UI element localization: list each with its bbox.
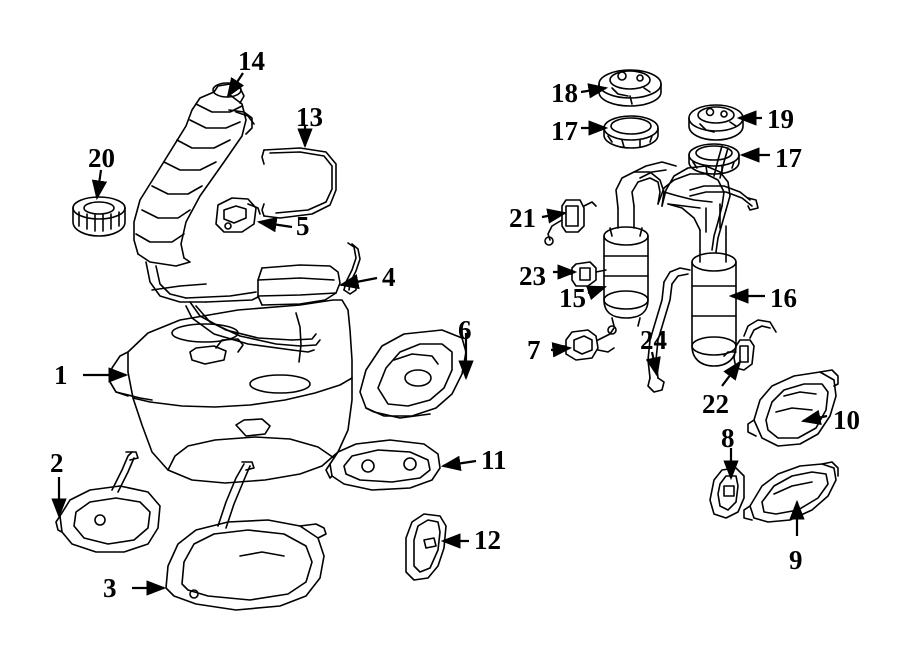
callout-number-23: 23 (519, 261, 546, 291)
part-fuel-tank (109, 264, 353, 484)
leader-line-14 (226, 72, 245, 98)
callout-number-22: 22 (702, 389, 729, 419)
callout-number-24: 24 (640, 325, 667, 355)
callout-number-6: 6 (458, 315, 472, 345)
part-sender-plate-19 (688, 104, 744, 141)
leader-line-21 (541, 208, 568, 224)
part-clip-22 (723, 319, 777, 371)
leader-line-15 (585, 285, 608, 301)
part-shield-12 (405, 513, 447, 581)
part-pump-plate-18 (598, 69, 662, 107)
part-pipe-clip-4 (343, 242, 361, 295)
callout-number-3: 3 (103, 573, 117, 603)
part-valve-7 (553, 325, 617, 361)
part-bracket-5 (215, 197, 261, 233)
part-bracket-11 (325, 439, 441, 491)
part-sensor-21 (544, 199, 597, 246)
part-bracket-8 (709, 467, 745, 519)
callout-number-16: 16 (770, 283, 797, 313)
callout-number-17a: 17 (551, 116, 578, 146)
part-shield-9 (743, 461, 839, 523)
callout-number-7: 7 (527, 335, 541, 365)
leader-line-24 (645, 351, 661, 378)
callout-number-9: 9 (789, 545, 803, 575)
part-canister-15 (603, 205, 649, 327)
callout-number-19: 19 (767, 104, 794, 134)
callout-number-12: 12 (474, 525, 501, 555)
leader-line-18 (580, 83, 609, 99)
part-shield-3 (165, 461, 327, 611)
callout-number-10: 10 (833, 405, 860, 435)
part-shield-2 (55, 451, 161, 553)
callout-number-11: 11 (481, 445, 507, 475)
leader-line-22 (721, 360, 742, 387)
callout-number-18: 18 (551, 78, 578, 108)
leader-line-10 (800, 409, 828, 425)
leader-line-5 (256, 217, 293, 233)
part-hose-13 (261, 147, 337, 219)
leader-line-20 (91, 169, 108, 201)
part-hose-harness (615, 145, 759, 253)
callout-number-17b: 17 (775, 143, 802, 173)
callout-number-13: 13 (296, 102, 323, 132)
callout-number-8: 8 (721, 423, 735, 453)
part-fuel-cap (72, 196, 126, 237)
part-heat-shield-6 (359, 329, 467, 419)
callout-number-20: 20 (88, 143, 115, 173)
leader-line-11 (440, 455, 477, 471)
callout-number-21: 21 (509, 203, 536, 233)
callout-number-2: 2 (50, 448, 64, 478)
part-shield-10 (747, 369, 839, 447)
callout-number-4: 4 (382, 262, 396, 292)
part-lock-ring-17a (603, 115, 659, 149)
callout-number-5: 5 (296, 211, 310, 241)
callout-number-14: 14 (238, 46, 265, 76)
callout-leader-lines (51, 72, 828, 596)
callout-number-1: 1 (54, 360, 68, 390)
callout-number-15: 15 (559, 283, 586, 313)
leader-line-7 (550, 342, 573, 358)
leader-line-4 (338, 274, 378, 290)
